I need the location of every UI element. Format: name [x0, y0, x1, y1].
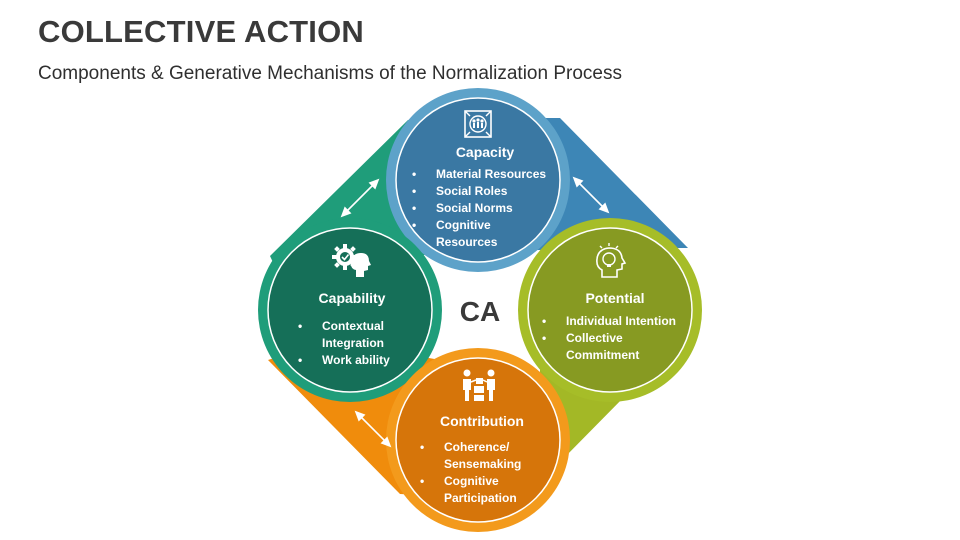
list-item: Material Resources	[412, 166, 560, 183]
center-label: CA	[459, 296, 501, 327]
arrow-capability-capacity	[340, 178, 380, 218]
people-network-icon	[464, 110, 492, 138]
page-title: COLLECTIVE ACTION	[38, 14, 365, 49]
list-item: Contextual Integration	[298, 318, 392, 352]
node-capability-heading: Capability	[318, 290, 386, 306]
page-subtitle: Components & Generative Mechanisms of th…	[38, 63, 622, 84]
team-building-icon	[463, 369, 495, 401]
arrow-potential-contribution	[580, 412, 618, 450]
head-lightbulb-icon	[596, 243, 627, 278]
arrow-contribution-capability	[354, 410, 392, 448]
list-item: Social Norms	[412, 200, 560, 217]
node-capacity-heading: Capacity	[455, 144, 515, 160]
node-capacity-text: Capacity Material Resources Social Roles…	[410, 144, 560, 251]
list-item: Individual Intention	[542, 313, 690, 330]
list-item: Collective Commitment	[542, 330, 639, 364]
list-item: Cognitive Resources	[412, 217, 506, 251]
node-contribution-heading: Contribution	[440, 413, 524, 429]
list-item: Social Roles	[412, 183, 560, 200]
head-gear-icon	[332, 244, 371, 277]
node-potential-text: Potential Individual Intention Collectiv…	[540, 290, 690, 364]
node-capability-list: Contextual Integration Work ability	[282, 318, 422, 369]
node-contribution-text: Contribution Coherence/ Sensemaking Cogn…	[412, 413, 552, 507]
list-item: Work ability	[298, 352, 422, 369]
node-potential-heading: Potential	[585, 290, 645, 306]
list-item: Cognitive Participation	[420, 473, 524, 507]
arrows	[340, 176, 618, 450]
node-capability-text: Capability Contextual Integration Work a…	[282, 290, 422, 369]
node-contribution-list: Coherence/ Sensemaking Cognitive Partici…	[412, 439, 552, 507]
arrow-capacity-potential	[572, 176, 610, 214]
node-capacity-list: Material Resources Social Roles Social N…	[410, 166, 560, 251]
node-potential-list: Individual Intention Collective Commitme…	[540, 313, 690, 364]
list-item: Coherence/ Sensemaking	[420, 439, 524, 473]
